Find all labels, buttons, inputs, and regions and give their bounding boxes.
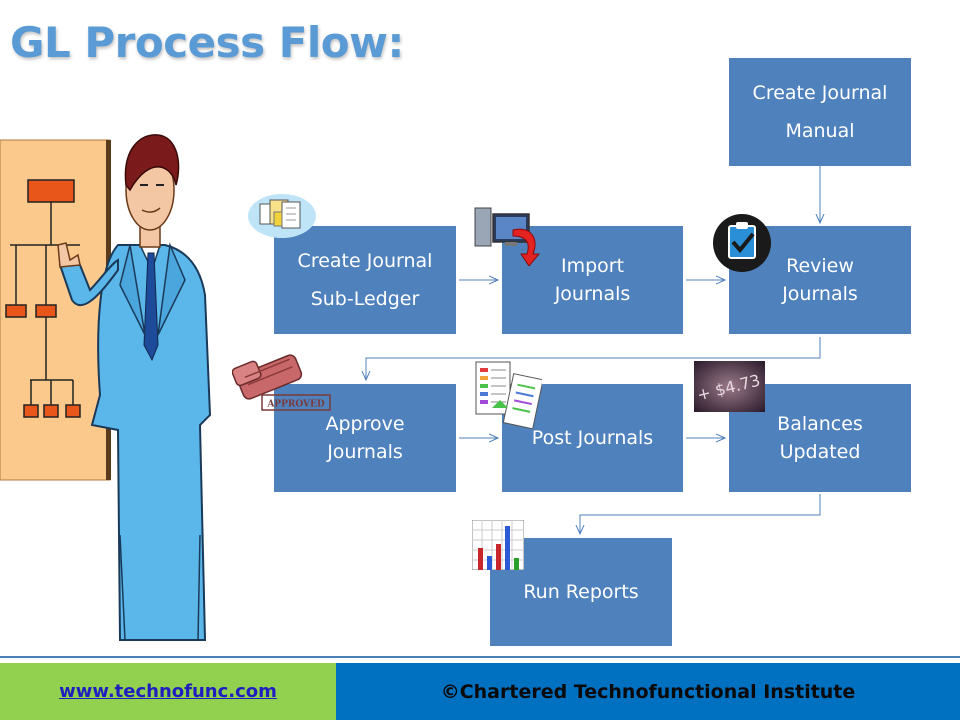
step-run-reports: Run Reports: [490, 538, 672, 646]
step-label-line2: Updated: [779, 441, 861, 463]
step-label-line2: Sub-Ledger: [310, 288, 420, 310]
bar-chart-icon: [472, 520, 524, 570]
footer-divider: [0, 656, 960, 658]
website-link[interactable]: www.technofunc.com: [59, 681, 277, 702]
approved-stamp-icon: APPROVED: [232, 354, 331, 411]
presenter-figure: [57, 134, 212, 641]
money-figure-icon: + $4.73: [694, 361, 765, 412]
footer-link-panel: www.technofunc.com: [0, 663, 336, 720]
step-label-line1: Create Journal: [297, 250, 433, 272]
footer-copyright-panel: ©Chartered Technofunctional Institute: [336, 663, 960, 720]
step-label-line2: Manual: [785, 120, 855, 142]
copyright-text: ©Chartered Technofunctional Institute: [440, 680, 856, 703]
step-label-line1: Balances: [777, 413, 863, 435]
arrow-review-to-approve: [366, 337, 821, 380]
step-label-line1: Create Journal: [752, 82, 888, 104]
step-approve-journals: Approve Journals: [274, 384, 456, 492]
step-label: Run Reports: [523, 581, 639, 603]
presenter-illustration: [0, 134, 212, 641]
step-label-line2: Journals: [554, 283, 631, 305]
computer-import-icon: [474, 207, 541, 266]
step-label-line1: Approve: [325, 413, 405, 435]
step-label: Post Journals: [531, 427, 654, 449]
step-label-line1: Import: [560, 255, 625, 277]
step-label-line2: Journals: [327, 441, 403, 463]
approved-stamp-text: APPROVED: [266, 400, 325, 410]
clipboard-check-icon: [713, 214, 771, 272]
step-label-line2: Journals: [782, 283, 858, 305]
step-create-journal-subledger: Create Journal Sub-Ledger: [274, 226, 456, 334]
arrow-balances-to-reports: [580, 494, 821, 534]
page-title: GL Process Flow:: [10, 18, 404, 67]
step-label-line1: Review: [786, 255, 854, 277]
step-create-journal-manual: Create Journal Manual: [729, 58, 911, 166]
ledger-documents-icon: [248, 194, 316, 238]
checklist-documents-icon: [475, 361, 542, 430]
